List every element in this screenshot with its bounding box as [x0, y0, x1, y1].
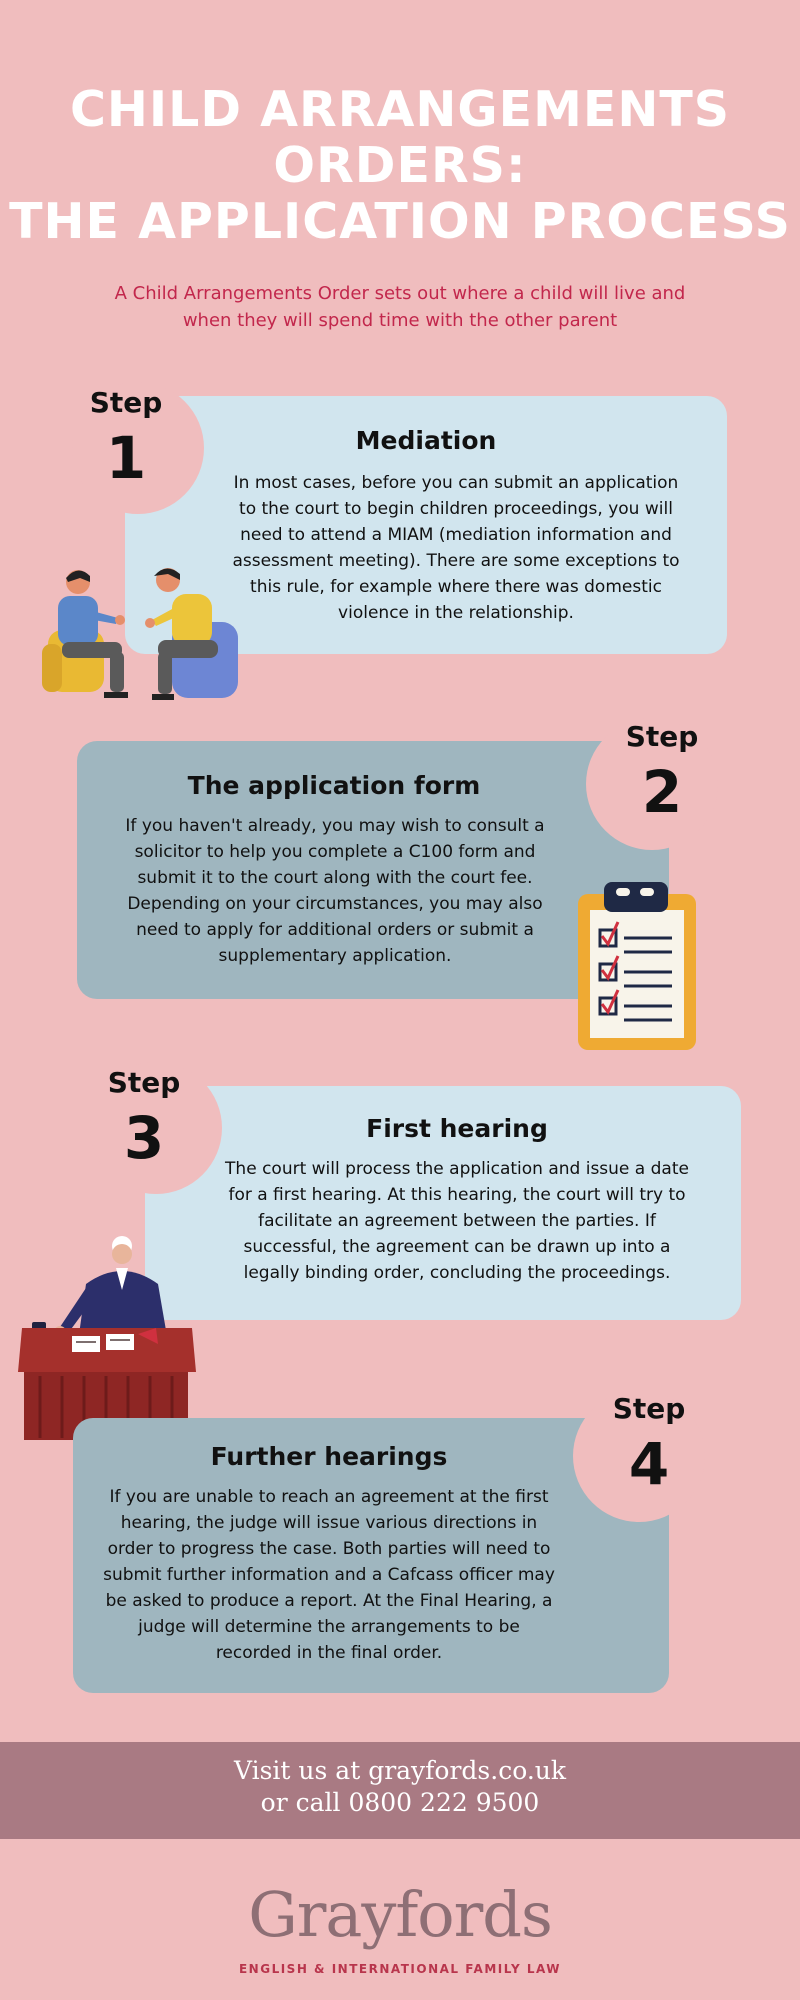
step-3-heading: First hearing [366, 1114, 548, 1143]
step-1-card: Mediation In most cases, before you can … [125, 396, 727, 654]
step-3-number: 3 [123, 1104, 165, 1172]
step-4-card: Further hearings If you are unable to re… [73, 1418, 669, 1693]
step-2-bubble [586, 718, 718, 850]
step-1-label: Step [89, 386, 163, 419]
step-2-number: 2 [641, 758, 683, 826]
step-3-card: First hearing The court will process the… [145, 1086, 741, 1320]
brand-tagline: ENGLISH & INTERNATIONAL FAMILY LAW [238, 1962, 562, 1976]
judge-illustration [18, 1236, 196, 1440]
subtitle: A Child Arrangements Order sets out wher… [114, 283, 686, 331]
clipboard-checklist-icon [578, 882, 696, 1050]
step-3-label: Step [107, 1066, 181, 1099]
step-4-body: If you are unable to reach an agreement … [103, 1487, 555, 1663]
step-2-body: If you haven't already, you may wish to … [125, 816, 545, 966]
step-4-heading: Further hearings [210, 1442, 448, 1471]
step-2-label: Step [625, 720, 699, 753]
mediation-people-illustration [42, 568, 238, 700]
step-2-heading: The application form [187, 771, 481, 800]
contact-band: Visit us at grayfords.co.uk or call 0800… [0, 1742, 800, 1839]
website-link[interactable]: Visit us at grayfords.co.uk [233, 1756, 567, 1785]
title-line-2: ORDERS: [273, 137, 527, 194]
grayfords-logo: Grayfords [248, 1878, 553, 1951]
step-1-heading: Mediation [355, 426, 497, 455]
title-line-1: CHILD ARRANGEMENTS [69, 81, 731, 138]
step-1-body: In most cases, before you can submit an … [232, 473, 680, 623]
step-4-bubble [573, 1390, 705, 1522]
step-1-number: 1 [105, 424, 147, 492]
step-3-body: The court will process the application a… [225, 1159, 689, 1283]
phone-number[interactable]: or call 0800 222 9500 [260, 1788, 540, 1817]
step-1-bubble [72, 382, 204, 514]
step-4-number: 4 [628, 1430, 670, 1498]
page-title: CHILD ARRANGEMENTS ORDERS: THE APPLICATI… [0, 82, 800, 250]
step-3-bubble [90, 1062, 222, 1194]
step-2-card: The application form If you haven't alre… [77, 741, 669, 999]
step-4-label: Step [612, 1392, 686, 1425]
title-line-3: THE APPLICATION PROCESS [9, 193, 791, 250]
